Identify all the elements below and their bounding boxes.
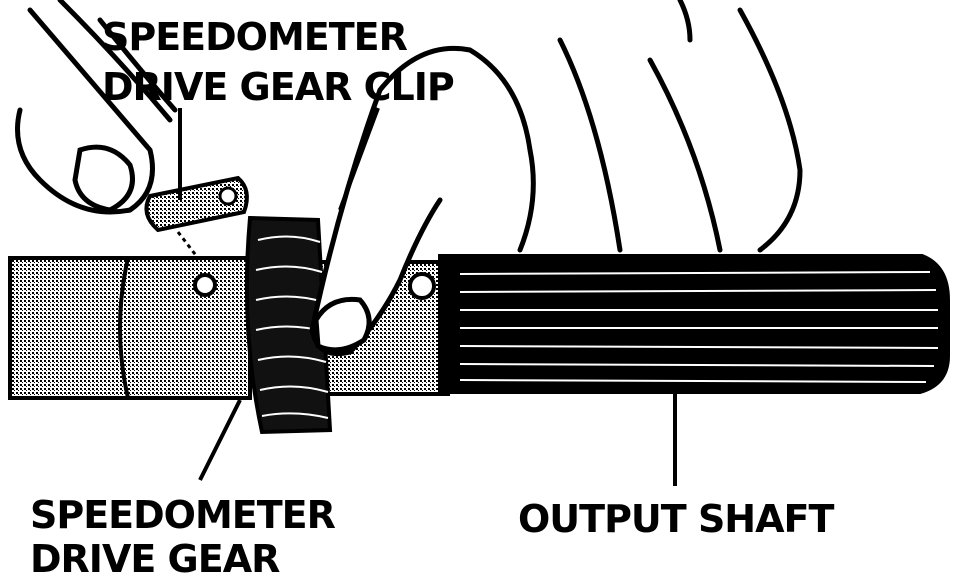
leader-gear xyxy=(198,399,242,481)
shaft-collar xyxy=(118,256,252,400)
label-gear-line1: SPEEDOMETER xyxy=(30,493,336,537)
right-hand xyxy=(309,0,803,357)
drive-gear-clip xyxy=(144,175,249,259)
shaft-hole xyxy=(408,272,436,300)
label-clip-line2: DRIVE GEAR CLIP xyxy=(102,65,454,109)
label-clip-line1: SPEEDOMETER xyxy=(102,15,408,59)
clip-hole xyxy=(193,273,217,297)
left-hand xyxy=(15,0,178,215)
shaft-splines xyxy=(438,254,950,394)
speedometer-drive-gear xyxy=(244,215,333,435)
leader-clip-to-gear xyxy=(338,107,380,211)
label-gear-line2: DRIVE GEAR xyxy=(30,537,280,581)
shaft-left-section xyxy=(8,256,132,400)
output-shaft xyxy=(8,254,950,400)
label-output-shaft: OUTPUT SHAFT xyxy=(518,497,834,541)
spline-grooves xyxy=(459,271,939,383)
leader-lines xyxy=(178,107,677,486)
